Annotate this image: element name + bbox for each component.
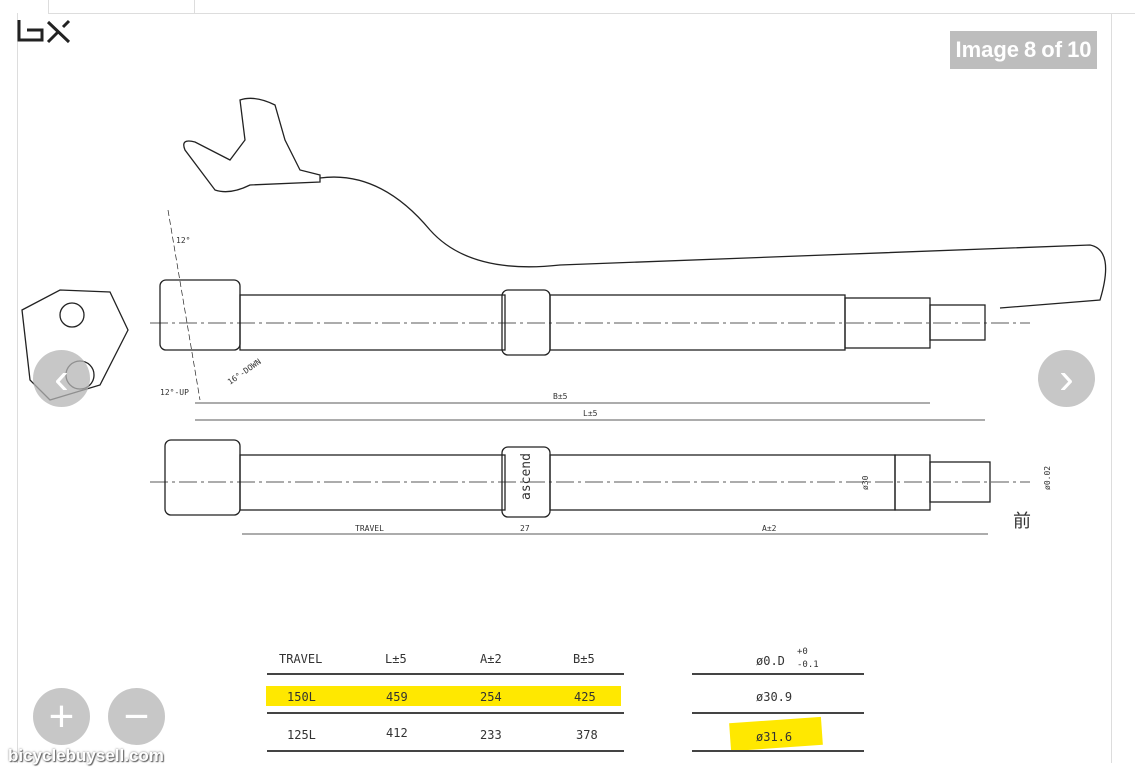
- header-b: B±5: [573, 652, 595, 666]
- divider: [267, 750, 624, 752]
- counter-total: 10: [1067, 37, 1092, 62]
- angle-down-label: 16°-DOWN: [226, 357, 263, 387]
- next-image-button[interactable]: ›: [1038, 350, 1095, 407]
- header-travel: TRAVEL: [279, 652, 323, 666]
- divider: [267, 712, 624, 714]
- cell: 150L: [287, 690, 316, 704]
- cell: 233: [480, 728, 502, 742]
- watermark: bicyclebuysell.com: [8, 746, 164, 765]
- remote-lever: [183, 97, 321, 193]
- counter-of: of: [1041, 37, 1063, 62]
- cell: 412: [386, 726, 408, 740]
- upper-post: [159, 279, 241, 351]
- dia-tol-label: ø0.02: [1043, 466, 1052, 490]
- dim-a-label: A±2: [762, 524, 777, 533]
- dia-30-label: ø30: [861, 475, 870, 490]
- angle-12-label: 12°: [176, 236, 190, 245]
- od-header: ø0.D: [756, 654, 785, 668]
- cell: 459: [386, 690, 408, 704]
- zoom-in-button[interactable]: +: [33, 688, 90, 745]
- prev-image-button[interactable]: ‹: [33, 350, 90, 407]
- divider: [692, 750, 864, 752]
- divider: [193, 13, 1135, 14]
- counter-prefix: Image: [955, 37, 1020, 62]
- cell: 254: [480, 690, 502, 704]
- cell: 125L: [287, 728, 316, 742]
- tab[interactable]: [48, 0, 195, 14]
- highlight: [266, 686, 621, 706]
- divider: [692, 712, 864, 714]
- dim-travel-label: TRAVEL: [355, 524, 384, 533]
- header-l: L±5: [385, 652, 407, 666]
- brand-label: ascend: [519, 453, 534, 500]
- od-tol-minus: -0.1: [797, 660, 819, 670]
- cell: 378: [576, 728, 598, 742]
- header-a: A±2: [480, 652, 502, 666]
- od-cell: ø31.6: [756, 730, 793, 744]
- divider: [692, 673, 864, 675]
- angle-up-label: 12°-UP: [160, 388, 189, 397]
- cell: 425: [574, 690, 596, 704]
- front-label: 前: [1013, 511, 1031, 532]
- od-cell: ø30.9: [756, 690, 793, 704]
- od-tol-plus: +0: [797, 647, 808, 657]
- zoom-out-button[interactable]: −: [108, 688, 165, 745]
- counter-current: 8: [1024, 37, 1037, 62]
- image-frame: [17, 13, 1112, 763]
- dim-l-label: L±5: [583, 409, 598, 418]
- dim-27-label: 27: [520, 524, 530, 533]
- cable: [319, 176, 1107, 309]
- image-counter: Image 8 of 10: [950, 31, 1097, 69]
- seatpost-drawing: 12° 16°-DOWN 12°-UP B±5 L±5 TRAVEL 27 A±…: [21, 97, 1107, 535]
- divider: [267, 673, 624, 675]
- bx-logo: [17, 19, 71, 44]
- dim-b-label: B±5: [553, 392, 568, 401]
